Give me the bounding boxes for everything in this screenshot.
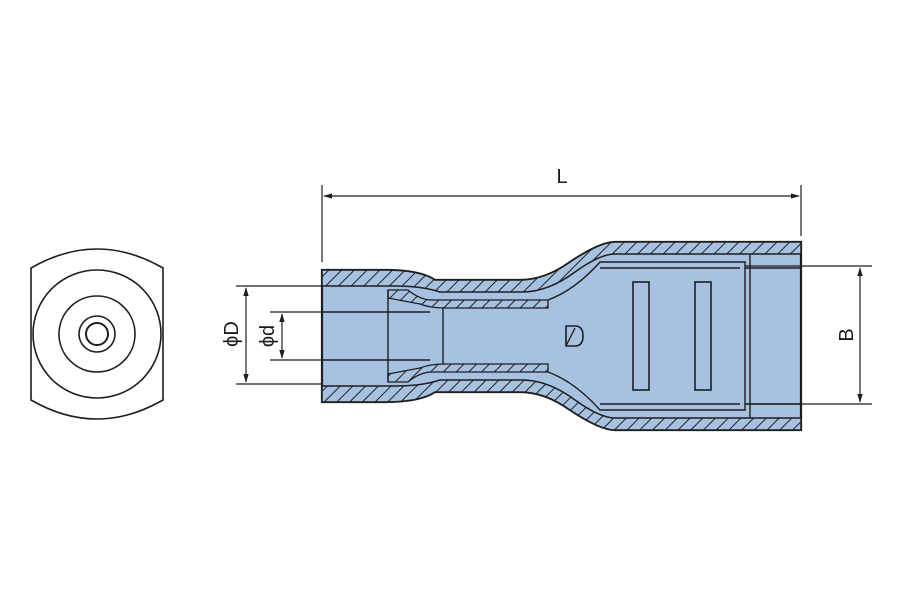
end-view-outer-ring (32, 269, 162, 399)
stop-tab (565, 325, 584, 347)
section-view (320, 240, 803, 432)
sleeve-bottom-hatch (387, 363, 549, 383)
end-view-bore (85, 322, 109, 346)
dimension-lines (236, 185, 872, 405)
contact-slot-left (632, 281, 650, 391)
top-wall-hatch (321, 241, 802, 293)
end-view-inner-ring (78, 315, 116, 353)
outer-diameter-label: ϕD (221, 321, 243, 347)
inner-diameter-label: ϕd (257, 325, 279, 347)
length-label: L (556, 166, 567, 188)
contact-slot-right (694, 281, 712, 391)
end-view (30, 248, 164, 420)
sleeve-top-hatch (387, 289, 549, 309)
bottom-wall-hatch (321, 379, 802, 431)
width-label: B (836, 328, 858, 341)
end-view-middle-ring (58, 295, 136, 373)
end-view-outline (30, 248, 164, 420)
